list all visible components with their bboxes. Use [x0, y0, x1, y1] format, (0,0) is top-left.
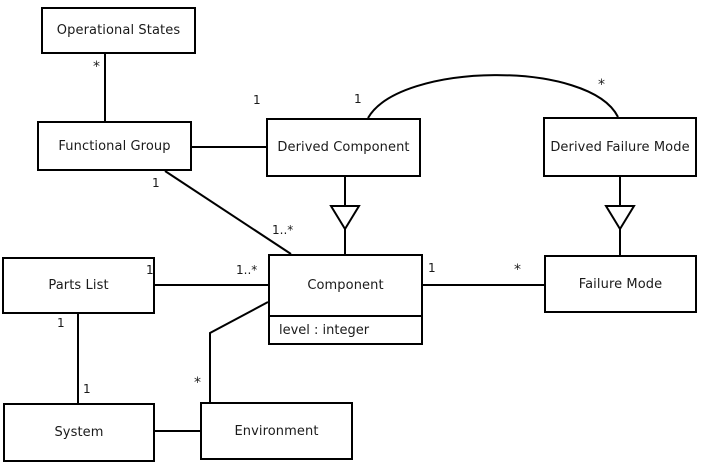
multiplicity-derived-failure-mode-curve: * — [598, 77, 605, 93]
multiplicity-parts-list-bottom: 1 — [57, 316, 65, 330]
class-name-operational-states: Operational States — [56, 23, 181, 38]
class-name-functional-group: Functional Group — [58, 138, 171, 154]
class-box-system[interactable]: System — [3, 403, 155, 462]
class-box-derived-failure-mode[interactable]: Derived Failure Mode — [543, 117, 697, 177]
multiplicity-system-top: 1 — [83, 382, 91, 396]
class-name-derived-component: Derived Component — [277, 140, 410, 155]
class-name-failure-mode: Failure Mode — [578, 276, 663, 292]
multiplicity-functional-group-component: 1 — [152, 176, 160, 190]
multiplicity-component-right: 1 — [428, 261, 436, 275]
class-name-system: System — [54, 425, 104, 440]
multiplicity-component-left: 1..* — [236, 263, 258, 277]
multiplicity-operational-states-functional-group: * — [93, 59, 100, 75]
class-box-environment[interactable]: Environment — [200, 402, 353, 460]
generalization-arrow-failure-mode — [604, 205, 636, 231]
multiplicity-environment-top: * — [194, 375, 201, 391]
multiplicity-functional-group-derived-component: 1 — [253, 93, 261, 107]
class-box-parts-list[interactable]: Parts List — [2, 257, 155, 314]
edge-functional-group-component — [164, 170, 292, 255]
class-attributes-component: level : integer — [270, 315, 421, 343]
class-box-derived-component[interactable]: Derived Component — [266, 118, 421, 177]
attribute-level: level : integer — [279, 322, 370, 338]
multiplicity-component-functional-group: 1..* — [272, 223, 294, 237]
generalization-arrow-component — [329, 205, 361, 231]
multiplicity-derived-component-curve: 1 — [354, 92, 362, 106]
class-name-parts-list: Parts List — [48, 278, 109, 293]
class-box-functional-group[interactable]: Functional Group — [37, 121, 192, 171]
multiplicity-parts-list-right: 1 — [146, 263, 154, 277]
class-box-component[interactable]: Component level : integer — [268, 254, 423, 345]
class-name-environment: Environment — [234, 423, 319, 439]
class-box-failure-mode[interactable]: Failure Mode — [544, 255, 697, 313]
class-box-operational-states[interactable]: Operational States — [41, 7, 196, 54]
edge-component-environment — [209, 301, 269, 402]
edge-derived-component-derived-failure-mode — [367, 74, 619, 119]
class-name-derived-failure-mode: Derived Failure Mode — [550, 139, 690, 155]
multiplicity-failure-mode-left: * — [514, 262, 521, 278]
class-name-component: Component — [307, 278, 384, 293]
